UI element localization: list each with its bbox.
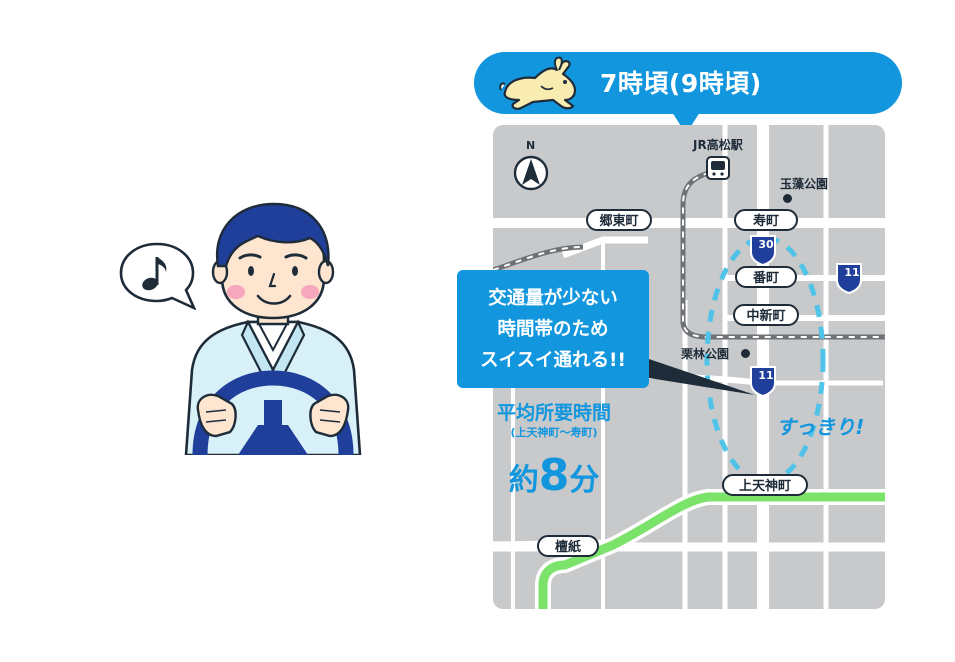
callout-line-3: スイスイ通れる!! <box>480 350 626 371</box>
music-note-bubble <box>119 242 196 310</box>
average-time-number: 8 <box>538 450 570 501</box>
average-time-value: 約8分 <box>468 450 640 501</box>
callout-line-2: 時間帯のため <box>497 319 609 340</box>
route-11-shield-right <box>836 263 862 295</box>
compass-north-label: N <box>526 139 536 152</box>
average-time-unit: 分 <box>569 463 600 498</box>
average-time-prefix: 約 <box>508 463 539 498</box>
station-label: JR高松駅 <box>693 138 743 152</box>
ritsurin-park-label: 栗林公園 <box>681 347 730 361</box>
intersection-bancho: 番町 <box>735 266 797 288</box>
intersection-kamitenjin: 上天神町 <box>722 474 808 496</box>
tamamo-park-dot <box>783 194 792 203</box>
callout-line-1: 交通量が少ない <box>488 288 618 309</box>
route-11-number-right: 11 <box>844 266 860 279</box>
intersection-danshi: 檀紙 <box>537 535 599 557</box>
music-note-icon <box>142 257 167 291</box>
traffic-callout-text: 交通量が少ない 時間帯のため スイスイ通れる!! <box>457 283 649 376</box>
green-expressway <box>535 489 885 609</box>
callout-pointer <box>643 357 755 395</box>
time-label: 7時頃(9時頃) <box>600 69 762 98</box>
intersection-nakashin: 中新町 <box>733 304 799 326</box>
intersection-gotou: 郷東町 <box>586 209 652 231</box>
compass-icon <box>513 155 549 191</box>
ritsurin-park-dot <box>741 349 750 358</box>
route-11-number-center: 11 <box>758 369 774 382</box>
tamamo-park-label: 玉藻公園 <box>780 177 829 191</box>
clear-flow-area <box>704 235 826 485</box>
route-11-shield-center <box>750 366 776 398</box>
route-30-shield <box>750 235 776 267</box>
clear-traffic-label: すっきり! <box>776 415 865 439</box>
jr-railway <box>493 167 885 340</box>
intersection-kotobuki: 寿町 <box>734 209 798 231</box>
average-time-title: 平均所要時間 <box>496 402 611 424</box>
traffic-callout <box>457 270 649 388</box>
route-30-number: 30 <box>758 238 774 251</box>
average-time-section: (上天神町～寿町) <box>510 426 598 439</box>
rabbit-icon <box>499 56 577 110</box>
smiling-driver-illustration <box>184 202 362 455</box>
train-station-icon <box>706 156 730 180</box>
